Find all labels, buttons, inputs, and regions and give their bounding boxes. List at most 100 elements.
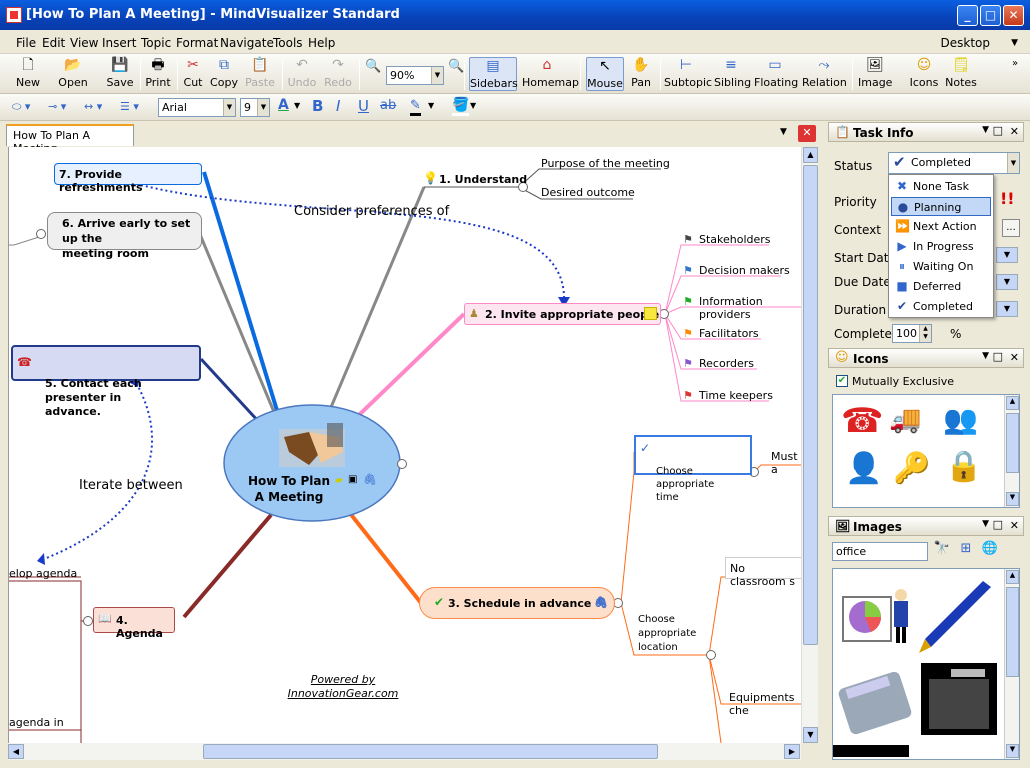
font-size-select[interactable]: 9▼ bbox=[240, 98, 270, 117]
status-option-deferred[interactable]: ■Deferred bbox=[896, 279, 962, 293]
menu-topic[interactable]: Topic bbox=[141, 36, 172, 50]
user-icon[interactable]: 👤 bbox=[845, 451, 883, 486]
icons-button[interactable]: ☺Icons bbox=[909, 57, 939, 89]
topic-understand[interactable]: 1. Understand bbox=[439, 173, 528, 186]
menu-format[interactable]: Format bbox=[176, 36, 219, 50]
sidebars-button[interactable]: ▤Sidebars bbox=[469, 57, 518, 91]
font-color-icon[interactable]: A bbox=[278, 97, 289, 113]
vertical-scroll-thumb[interactable] bbox=[803, 165, 818, 645]
bullets-icon[interactable]: ☰ ▾ bbox=[120, 100, 139, 113]
icons-scrollbar[interactable]: ▲ ▼ bbox=[1004, 395, 1019, 507]
topic-refreshments[interactable]: 7. Provide refreshments bbox=[54, 163, 202, 194]
priority-icon[interactable]: !! bbox=[1000, 189, 1015, 208]
subtopic-stakeholders[interactable]: Stakeholders bbox=[699, 233, 771, 246]
image-search-input[interactable]: office bbox=[832, 542, 928, 561]
app-icon[interactable] bbox=[6, 7, 22, 23]
zoom-in-icon[interactable]: 🔍 bbox=[365, 59, 382, 74]
add-image-icon[interactable]: ⊞ bbox=[960, 541, 972, 556]
status-option-none-task[interactable]: ✖None Task bbox=[896, 179, 969, 193]
images-scrollbar[interactable]: ▲ ▼ bbox=[1004, 569, 1019, 759]
panel-menu-icon[interactable]: ▼ bbox=[982, 125, 989, 135]
topic-arrive-early[interactable]: 6. Arrive early to set up the meeting ro… bbox=[47, 212, 202, 260]
topic-contact-presenter[interactable]: ☎ 5. Contact each presenter in advance. bbox=[11, 345, 201, 418]
scroll-down-button[interactable]: ▼ bbox=[1006, 492, 1019, 506]
scroll-up-button[interactable]: ▲ bbox=[1006, 570, 1019, 584]
desktop-layout-menu[interactable]: Desktop bbox=[940, 36, 991, 50]
fill-color-dropdown-icon[interactable]: ▼ bbox=[470, 101, 477, 110]
menu-edit[interactable]: Edit bbox=[42, 36, 66, 50]
italic-icon[interactable]: I bbox=[336, 97, 341, 115]
homemap-button[interactable]: ⌂Homemap bbox=[522, 57, 579, 89]
panel-maximize-icon[interactable]: □ bbox=[992, 518, 1003, 531]
context-browse-button[interactable]: ... bbox=[1002, 219, 1020, 237]
subtopic-purpose[interactable]: Purpose of the meeting bbox=[541, 157, 670, 170]
topic-agenda[interactable]: 📖 4. Agenda bbox=[93, 607, 175, 640]
status-select[interactable]: ✔ Completed ▼ bbox=[888, 152, 1020, 174]
tab-how-to-plan[interactable]: How To Plan A Meeting bbox=[6, 124, 134, 155]
floating-button[interactable]: ▭Floating bbox=[754, 57, 799, 89]
subtopic-desired-outcome[interactable]: Desired outcome bbox=[541, 186, 635, 199]
toolbar-overflow-icon[interactable]: » bbox=[1012, 58, 1019, 69]
zoom-select[interactable]: 90%▼ bbox=[386, 66, 444, 85]
redo-button[interactable]: ↷Redo bbox=[324, 57, 352, 89]
powered-by-link[interactable]: Powered by InnovationGear.com bbox=[287, 673, 399, 700]
due-date-dropdown[interactable]: ▼ bbox=[996, 274, 1018, 290]
menu-navigate[interactable]: Navigate bbox=[220, 36, 274, 50]
bold-icon[interactable]: B bbox=[312, 97, 324, 115]
copy-button[interactable]: ⧉Copy bbox=[210, 57, 238, 89]
panel-maximize-icon[interactable]: □ bbox=[992, 350, 1003, 363]
telephone-icon[interactable]: ☎ bbox=[841, 401, 884, 441]
line-color-icon[interactable]: ✎ bbox=[410, 98, 421, 116]
font-color-dropdown-icon[interactable]: ▼ bbox=[294, 101, 301, 110]
underline-icon[interactable]: U bbox=[358, 97, 369, 115]
tab-list-icon[interactable]: ▼ bbox=[780, 127, 787, 137]
panel-menu-icon[interactable]: ▼ bbox=[982, 351, 989, 361]
subtopic-choose-location[interactable]: Choose appropriate location bbox=[638, 614, 697, 653]
spacing-icon[interactable]: ↔ ▾ bbox=[84, 100, 103, 113]
duration-dropdown[interactable]: ▼ bbox=[996, 301, 1018, 317]
scroll-right-button[interactable]: ▶ bbox=[784, 744, 800, 759]
line-style-icon[interactable]: ⊸ ▾ bbox=[48, 100, 67, 113]
relation-button[interactable]: ⤳Relation bbox=[802, 57, 847, 89]
key-icon[interactable]: 🔑 bbox=[893, 451, 931, 486]
subtopic-develop-agenda[interactable]: elop agenda bbox=[9, 567, 78, 580]
subtopic-recorders[interactable]: Recorders bbox=[699, 357, 755, 370]
scroll-up-button[interactable]: ▲ bbox=[803, 147, 818, 163]
completed-percent-input[interactable]: 100▲▼ bbox=[892, 324, 932, 343]
zoom-out-icon[interactable]: 🔍 bbox=[448, 59, 465, 74]
relation-label-iterate[interactable]: Iterate between bbox=[79, 478, 183, 493]
subtopic-must[interactable]: Must a bbox=[771, 450, 798, 476]
mouse-tool-button[interactable]: ↖Mouse bbox=[586, 57, 624, 91]
minimize-button[interactable]: _ bbox=[957, 5, 978, 26]
sibling-button[interactable]: ≡Sibling bbox=[714, 57, 752, 89]
start-date-dropdown[interactable]: ▼ bbox=[996, 247, 1018, 263]
panel-close-icon[interactable]: ✕ bbox=[1009, 519, 1019, 532]
new-button[interactable]: 🗋New bbox=[16, 57, 40, 89]
topic-invite-people[interactable]: ♟ 2. Invite appropriate people bbox=[464, 303, 661, 325]
panel-close-icon[interactable]: ✕ bbox=[1009, 351, 1019, 364]
close-tab-icon[interactable]: ✕ bbox=[798, 125, 816, 142]
vertical-scrollbar[interactable]: ▲ ▼ bbox=[801, 147, 818, 743]
font-select[interactable]: Arial▼ bbox=[158, 98, 236, 117]
subtopic-choose-time[interactable]: ✓ Choose appropriate time bbox=[634, 435, 752, 503]
horizontal-scroll-thumb[interactable] bbox=[203, 744, 658, 759]
mutually-exclusive-checkbox[interactable]: ✔ bbox=[836, 375, 848, 387]
pan-tool-button[interactable]: ✋Pan bbox=[631, 57, 651, 89]
line-color-dropdown-icon[interactable]: ▼ bbox=[428, 101, 435, 110]
close-window-button[interactable]: ✕ bbox=[1003, 5, 1024, 26]
maximize-button[interactable]: □ bbox=[980, 5, 1001, 26]
fill-color-icon[interactable]: 🪣 bbox=[452, 97, 470, 116]
panel-menu-icon[interactable]: ▼ bbox=[982, 519, 989, 529]
strikethrough-icon[interactable]: ab bbox=[380, 98, 397, 113]
mindmap-canvas[interactable]: How To Plan A Meeting ▰ ▣ 🖇 💡 1. Underst… bbox=[8, 147, 801, 743]
scroll-left-button[interactable]: ◀ bbox=[8, 744, 24, 759]
icons-scroll-thumb[interactable] bbox=[1006, 413, 1019, 473]
menu-tools[interactable]: Tools bbox=[273, 36, 303, 50]
status-option-in-progress[interactable]: ▶In Progress bbox=[891, 237, 991, 256]
users-icon[interactable]: 👥 bbox=[943, 403, 978, 436]
panel-close-icon[interactable]: ✕ bbox=[1009, 125, 1019, 138]
lock-icon[interactable]: 🔒 bbox=[945, 449, 983, 484]
status-option-completed[interactable]: ✔Completed bbox=[896, 299, 973, 313]
horizontal-scrollbar[interactable]: ◀ ▶ bbox=[8, 743, 801, 760]
save-button[interactable]: 💾Save bbox=[106, 57, 134, 89]
